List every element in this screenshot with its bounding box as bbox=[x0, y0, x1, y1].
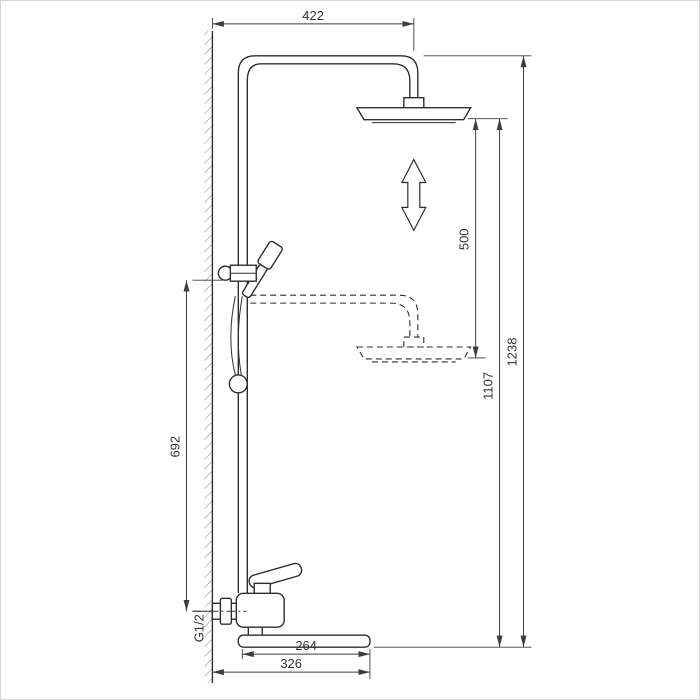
wall bbox=[204, 30, 214, 684]
dim-label-1107: 1107 bbox=[481, 372, 496, 400]
dashed-connector bbox=[403, 336, 425, 348]
pipe-inner-line bbox=[246, 63, 411, 594]
mixer-lever-handle bbox=[248, 562, 303, 589]
pipe-outer-line bbox=[237, 55, 419, 594]
dim-label-692: 692 bbox=[167, 436, 182, 458]
height-adjust-arrow-icon bbox=[400, 158, 427, 232]
dim-label-326: 326 bbox=[280, 656, 302, 671]
riser-pipe bbox=[237, 55, 419, 594]
hand-shower bbox=[217, 240, 283, 394]
dim-label-264: 264 bbox=[295, 638, 317, 653]
dim-label-500: 500 bbox=[457, 229, 472, 251]
dashed-arm-inner bbox=[250, 302, 411, 338]
shower-head-connector bbox=[403, 97, 425, 109]
mixer bbox=[192, 562, 371, 648]
dimensions: 422 500 1107 1238 692 G1/2 264 326 bbox=[167, 8, 532, 680]
shower-head bbox=[355, 106, 472, 121]
mixer-body bbox=[235, 592, 285, 628]
dashed-arm-outer bbox=[250, 294, 419, 338]
tub-spout bbox=[237, 634, 371, 648]
hose-right-line bbox=[237, 296, 243, 376]
hose-ball-joint bbox=[228, 374, 248, 394]
dim-label-422: 422 bbox=[302, 8, 324, 23]
dim-label-1238: 1238 bbox=[505, 338, 520, 367]
overhead-shower bbox=[355, 97, 472, 124]
hand-shower-head bbox=[257, 240, 283, 270]
wall-hatching bbox=[204, 30, 213, 684]
dim-label-inlet-thread: G1/2 bbox=[191, 614, 206, 642]
dashed-shower-head bbox=[356, 346, 472, 360]
overhead-shower-lower-position bbox=[250, 294, 472, 363]
hose-left-line bbox=[230, 296, 236, 376]
